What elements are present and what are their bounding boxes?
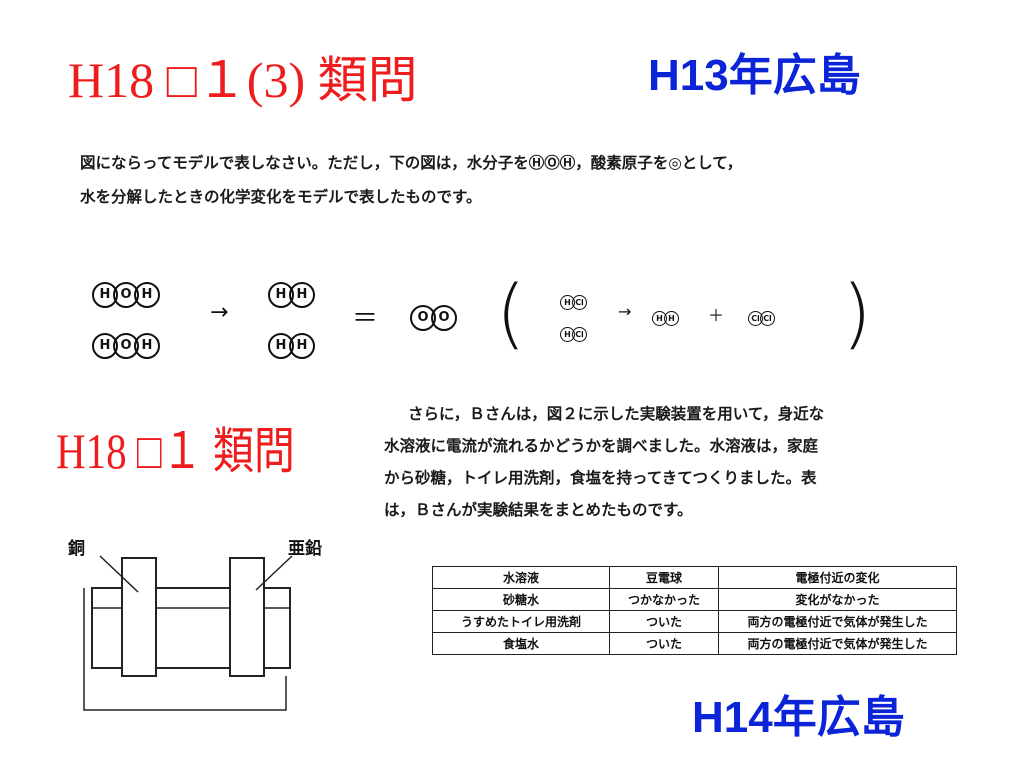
problem2-line4: は，Ｂさんが実験結果をまとめたものです。 xyxy=(384,501,693,519)
table-header: 水溶液 xyxy=(432,566,610,589)
table-header: 電極付近の変化 xyxy=(718,566,957,589)
problem1-text: 図にならってモデルで表しなさい。ただし，下の図は，水分子をⒽⓄⒽ，酸素原子を◎と… xyxy=(80,146,980,214)
zinc-label: 亜鉛 xyxy=(288,538,322,559)
problem1-line2: 水を分解したときの化学変化をモデルで表したものです。 xyxy=(80,188,482,206)
beaker xyxy=(91,587,291,669)
problem1-line1: 図にならってモデルで表しなさい。ただし，下の図は，水分子をⒽⓄⒽ，酸素原子を◎と… xyxy=(80,154,743,172)
oxygen-atom: O xyxy=(431,305,457,331)
heading-h18-q1-3: H18 □１(3) 類問 xyxy=(68,52,418,108)
equals-sign: ＝ xyxy=(352,304,379,334)
zinc-label-leader xyxy=(255,555,293,591)
zinc-electrode xyxy=(229,557,265,677)
table-cell: 両方の電極付近で気体が発生した xyxy=(718,610,957,633)
problem2-text: さらに，Ｂさんは，図２に示した実験装置を用いて，身近な 水溶液に電流が流れるかど… xyxy=(384,398,984,526)
table-header: 豆電球 xyxy=(609,566,719,589)
table-cell: うすめたトイレ用洗剤 xyxy=(432,610,610,633)
problem2-line1: さらに，Ｂさんは，図２に示した実験装置を用いて，身近な xyxy=(408,405,825,423)
circuit-wire xyxy=(83,588,287,711)
table-cell: ついた xyxy=(609,632,719,655)
copper-electrode xyxy=(121,557,157,677)
chlorine-atom: Cl xyxy=(572,327,587,342)
heading-h18-q1: H18 □１ 類問 xyxy=(56,423,295,479)
reaction-arrow: → xyxy=(618,302,632,321)
plus-sign: ＋ xyxy=(708,306,725,325)
hydrogen-atom: H xyxy=(664,311,679,326)
reaction-arrow: → xyxy=(210,300,229,325)
copper-label: 銅 xyxy=(68,538,85,559)
chlorine-atom: Cl xyxy=(572,295,587,310)
hydrogen-atom: H xyxy=(289,282,315,308)
hydrogen-atom: H xyxy=(289,333,315,359)
open-parenthesis: ( xyxy=(496,268,526,357)
table-row: うすめたトイレ用洗剤 ついた 両方の電極付近で気体が発生した xyxy=(432,610,957,633)
results-table: 水溶液 豆電球 電極付近の変化 砂糖水 つかなかった 変化がなかった うすめたト… xyxy=(432,566,957,655)
problem2-line2: 水溶液に電流が流れるかどうかを調べました。水溶液は，家庭 xyxy=(384,437,819,455)
table-cell: 食塩水 xyxy=(432,632,610,655)
heading-h14: H14年広島 xyxy=(692,693,905,742)
table-cell: つかなかった xyxy=(609,588,719,611)
copper-label-leader xyxy=(99,555,139,593)
table-cell: 変化がなかった xyxy=(718,588,957,611)
heading-h13: H13年広島 xyxy=(648,51,861,100)
table-row: 砂糖水 つかなかった 変化がなかった xyxy=(432,588,957,611)
problem2-line3: から砂糖，トイレ用洗剤，食塩を持ってきてつくりました。表 xyxy=(384,469,817,487)
close-parenthesis: ) xyxy=(842,268,872,357)
table-cell: 両方の電極付近で気体が発生した xyxy=(718,632,957,655)
hydrogen-atom: H xyxy=(134,333,160,359)
electrolysis-apparatus: 銅 亜鉛 xyxy=(68,538,322,711)
hydrogen-atom: H xyxy=(134,282,160,308)
table-cell: 砂糖水 xyxy=(432,588,610,611)
table-row: 食塩水 ついた 両方の電極付近で気体が発生した xyxy=(432,632,957,655)
table-cell: ついた xyxy=(609,610,719,633)
table-header-row: 水溶液 豆電球 電極付近の変化 xyxy=(432,566,957,589)
chlorine-atom: Cl xyxy=(760,311,775,326)
